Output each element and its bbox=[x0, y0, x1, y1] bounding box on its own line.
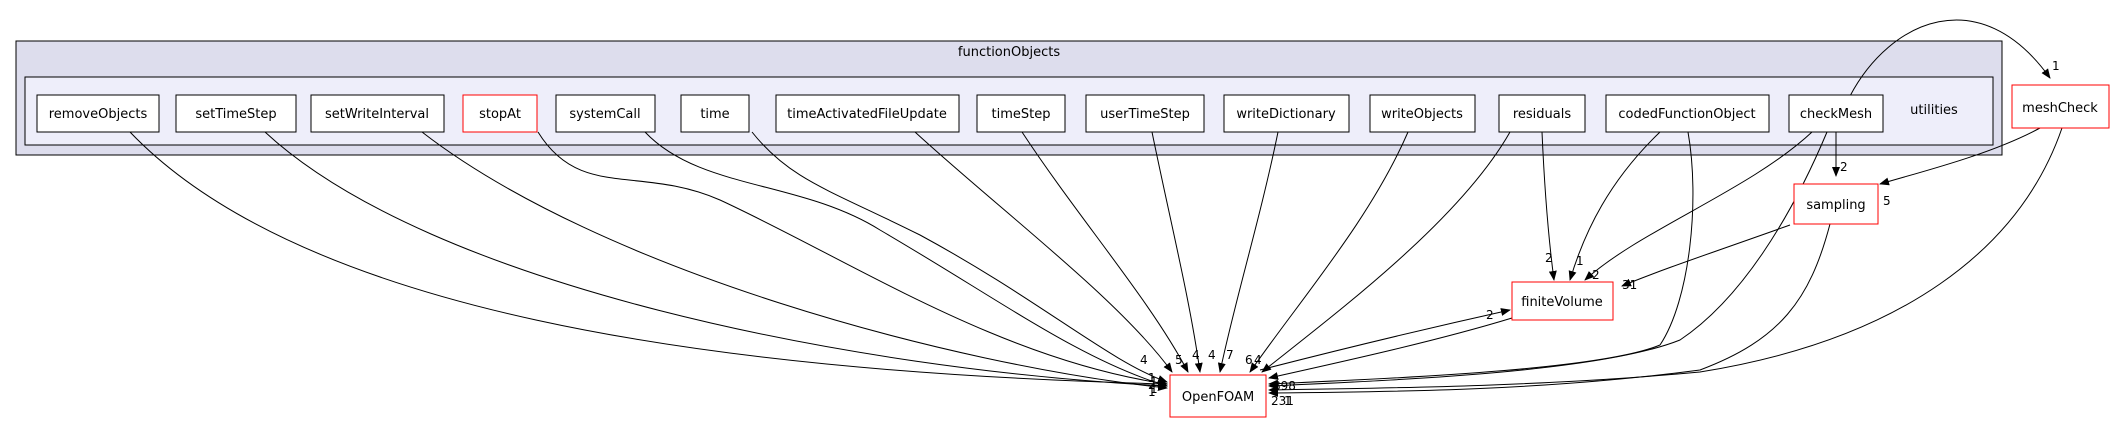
edge-residuals-OpenFOAM bbox=[1261, 131, 1511, 373]
edge-residuals-finiteVolume bbox=[1541, 131, 1557, 281]
edge-label-timeStep-OpenFOAM: 4 bbox=[1192, 348, 1200, 362]
edge-label-meshCheck-sampling: 5 bbox=[1883, 194, 1891, 208]
node-label-timeStep: timeStep bbox=[992, 107, 1051, 122]
edge-sampling-OpenFOAM bbox=[1268, 223, 1831, 397]
edge-OpenFOAM-finiteVolume bbox=[1259, 308, 1511, 371]
edge-removeObjects-OpenFOAM bbox=[129, 131, 1168, 388]
node-OpenFOAM[interactable]: OpenFOAM bbox=[1169, 374, 1267, 418]
node-checkMesh[interactable]: checkMesh bbox=[1788, 94, 1884, 133]
node-codedFunctionObject[interactable]: codedFunctionObject bbox=[1605, 94, 1770, 133]
edge-timeStep-OpenFOAM bbox=[1021, 131, 1189, 373]
edge-label-meshCheck-OpenFOAM: 1 bbox=[1284, 394, 1292, 408]
node-label-writeObjects: writeObjects bbox=[1381, 107, 1463, 122]
edge-checkMesh-finiteVolume bbox=[1584, 131, 1813, 281]
node-label-systemCall: systemCall bbox=[569, 107, 640, 122]
edge-meshCheck-sampling bbox=[1879, 127, 2041, 186]
edge-label-setWriteInterval-OpenFOAM: 1 bbox=[1148, 385, 1156, 399]
edge-stopAt-OpenFOAM bbox=[537, 131, 1168, 387]
edge-time-OpenFOAM bbox=[751, 131, 1168, 383]
node-label-userTimeStep: userTimeStep bbox=[1100, 107, 1190, 122]
node-setTimeStep[interactable]: setTimeStep bbox=[175, 94, 297, 133]
edge-userTimeStep-OpenFOAM bbox=[1151, 131, 1203, 373]
edge-label-OpenFOAM-finiteVolume: 2 bbox=[1486, 308, 1494, 322]
edge-writeDictionary-OpenFOAM bbox=[1217, 131, 1279, 373]
node-label-residuals: residuals bbox=[1513, 107, 1572, 122]
node-writeObjects[interactable]: writeObjects bbox=[1369, 94, 1476, 133]
node-timeActivatedFileUpdate[interactable]: timeActivatedFileUpdate bbox=[775, 94, 960, 133]
edge-label-stopAt-OpenFOAM: 2 bbox=[1148, 378, 1156, 392]
edge-codedFunctionObject-finiteVolume bbox=[1568, 131, 1661, 281]
edge-timeActivatedFileUpdate-OpenFOAM bbox=[914, 131, 1173, 373]
edge-checkMesh-meshCheck bbox=[1849, 19, 2051, 97]
node-sampling[interactable]: sampling bbox=[1793, 183, 1879, 225]
node-label-stopAt: stopAt bbox=[479, 107, 521, 122]
node-timeStep[interactable]: timeStep bbox=[976, 94, 1066, 133]
edge-label-systemCall-OpenFOAM: 1 bbox=[1148, 371, 1156, 385]
node-systemCall[interactable]: systemCall bbox=[555, 94, 656, 133]
node-label-OpenFOAM: OpenFOAM bbox=[1182, 390, 1254, 405]
edge-label-codedFunctionObject-finiteVolume: 1 bbox=[1576, 254, 1584, 268]
node-label-time: time bbox=[700, 107, 729, 122]
edge-label-residuals-finiteVolume: 2 bbox=[1545, 251, 1553, 265]
node-stopAt[interactable]: stopAt bbox=[462, 94, 538, 133]
node-label-sampling: sampling bbox=[1806, 198, 1865, 213]
edge-label-checkMesh-sampling: 2 bbox=[1840, 160, 1848, 174]
node-writeDictionary[interactable]: writeDictionary bbox=[1223, 94, 1350, 133]
cluster-title-utilities: utilities bbox=[1910, 103, 1958, 118]
node-label-writeDictionary: writeDictionary bbox=[1236, 107, 1336, 122]
node-meshCheck[interactable]: meshCheck bbox=[2011, 84, 2110, 129]
edge-label-setTimeStep-OpenFOAM: 1 bbox=[1150, 375, 1158, 389]
edge-checkMesh-OpenFOAM bbox=[1268, 131, 1828, 390]
edge-label-sampling-finiteVolume: 31 bbox=[1622, 278, 1637, 292]
node-finiteVolume[interactable]: finiteVolume bbox=[1511, 281, 1614, 321]
edge-systemCall-OpenFOAM bbox=[644, 131, 1168, 388]
edge-label-writeDictionary-OpenFOAM: 7 bbox=[1226, 348, 1234, 362]
node-label-timeActivatedFileUpdate: timeActivatedFileUpdate bbox=[787, 107, 947, 122]
node-removeObjects[interactable]: removeObjects bbox=[36, 94, 160, 133]
node-label-checkMesh: checkMesh bbox=[1800, 107, 1872, 122]
edge-setTimeStep-OpenFOAM bbox=[264, 131, 1168, 390]
edge-codedFunctionObject-OpenFOAM bbox=[1268, 131, 1694, 388]
edge-label-writeObjects-OpenFOAM: 6 bbox=[1245, 353, 1253, 367]
node-label-finiteVolume: finiteVolume bbox=[1521, 295, 1603, 310]
edge-label-checkMesh-finiteVolume: 2 bbox=[1592, 268, 1600, 282]
edge-finiteVolume-OpenFOAM bbox=[1268, 317, 1513, 380]
edge-label-residuals-OpenFOAM: 4 bbox=[1254, 353, 1262, 367]
edge-label-time-OpenFOAM: 4 bbox=[1140, 353, 1148, 367]
edge-labels: 1 2 5 31 2 1 2 2 4 5 4 4 7 6 4 898 231 1… bbox=[1140, 59, 2060, 408]
edge-label-removeObjects-OpenFOAM: 1 bbox=[1150, 382, 1158, 396]
node-residuals[interactable]: residuals bbox=[1498, 94, 1586, 133]
edges bbox=[129, 19, 2063, 397]
node-setWriteInterval[interactable]: setWriteInterval bbox=[310, 94, 445, 133]
edge-writeObjects-OpenFOAM bbox=[1249, 131, 1409, 373]
node-userTimeStep[interactable]: userTimeStep bbox=[1085, 94, 1205, 133]
node-time[interactable]: time bbox=[680, 94, 750, 133]
node-label-removeObjects: removeObjects bbox=[49, 107, 148, 122]
node-label-meshCheck: meshCheck bbox=[2022, 101, 2098, 116]
node-label-codedFunctionObject: codedFunctionObject bbox=[1618, 107, 1755, 122]
node-label-setTimeStep: setTimeStep bbox=[195, 107, 276, 122]
edge-label-checkMesh-meshCheck: 1 bbox=[2052, 59, 2060, 73]
edge-label-finiteVolume-OpenFOAM: 898 bbox=[1273, 379, 1296, 393]
edge-label-timeActivatedFileUpdate-OpenFOAM: 5 bbox=[1175, 353, 1183, 367]
edge-meshCheck-OpenFOAM bbox=[1268, 127, 2063, 394]
edge-sampling-finiteVolume bbox=[1621, 224, 1791, 287]
edge-label-userTimeStep-OpenFOAM: 4 bbox=[1208, 348, 1216, 362]
edge-setWriteInterval-OpenFOAM bbox=[421, 131, 1168, 392]
edge-label-sampling-OpenFOAM: 231 bbox=[1271, 394, 1294, 408]
node-label-setWriteInterval: setWriteInterval bbox=[325, 107, 429, 122]
cluster-title-functionObjects: functionObjects bbox=[958, 45, 1060, 60]
